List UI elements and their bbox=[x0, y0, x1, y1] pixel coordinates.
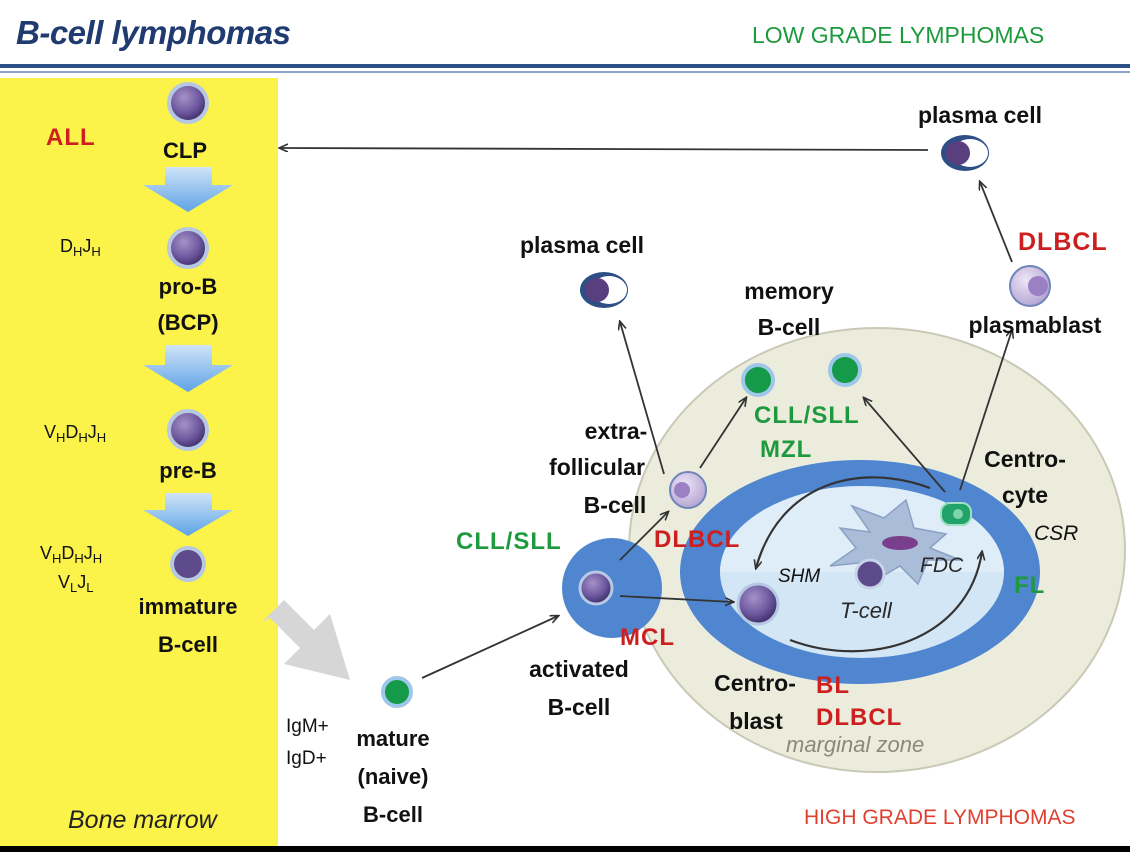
stage-immature: immature bbox=[138, 594, 238, 619]
stage-pro-b: pro-B bbox=[158, 274, 218, 299]
stage-pre-b: pre-B bbox=[159, 458, 217, 483]
fdc-label: FDC bbox=[920, 554, 964, 577]
vj-rearrangement: VLJL bbox=[58, 572, 94, 595]
stage-clp: CLP bbox=[163, 138, 207, 163]
igm-label: IgM+ bbox=[286, 716, 329, 737]
mcl: MCL bbox=[620, 624, 675, 651]
stage-arrows bbox=[143, 167, 233, 536]
csr-label: CSR bbox=[1034, 522, 1079, 545]
marrow-cells bbox=[167, 82, 209, 582]
dj-rearrangement: DHJH bbox=[60, 236, 101, 259]
cells bbox=[381, 135, 1051, 708]
plasma-cell-top-label: plasma cell bbox=[917, 102, 1043, 128]
stage-immature-bcell: B-cell bbox=[158, 632, 218, 657]
bone-marrow-label: Bone marrow bbox=[68, 806, 217, 834]
centrocyte-label-1: Centro- bbox=[984, 446, 1066, 472]
plasma-cell-mid-label: plasma cell bbox=[519, 232, 645, 258]
stage-bcp: (BCP) bbox=[157, 310, 219, 335]
bone-marrow-panel bbox=[0, 78, 278, 846]
dlbcl-top: DLBCL bbox=[1018, 228, 1108, 256]
dlbcl-mid: DLBCL bbox=[654, 526, 741, 553]
extrafollicular-label-3: B-cell bbox=[583, 492, 647, 518]
gc-cycle-arrow-top bbox=[756, 476, 931, 568]
all-lymphoma-label: ALL bbox=[46, 124, 96, 151]
high-grade-label: HIGH GRADE LYMPHOMAS bbox=[804, 806, 1076, 829]
plasmablast-label: plasmablast bbox=[968, 312, 1102, 338]
low-grade-label: LOW GRADE LYMPHOMAS bbox=[752, 22, 1045, 48]
tcell-label: T-cell bbox=[840, 598, 892, 623]
bl: BL bbox=[816, 672, 850, 699]
dlbcl-bottom: DLBCL bbox=[816, 704, 903, 731]
page-title: B-cell lymphomas bbox=[16, 14, 291, 51]
mature-label-2: (naive) bbox=[357, 764, 429, 789]
extrafollicular-label-2: follicular bbox=[549, 454, 645, 480]
mzl: MZL bbox=[760, 436, 813, 463]
vdj-rearrangement: VHDHJH bbox=[44, 422, 107, 445]
shm-label: SHM bbox=[778, 566, 821, 587]
extrafollicular-label-1: extra- bbox=[584, 418, 648, 444]
cll-sll-memory: CLL/SLL bbox=[754, 402, 860, 429]
centroblast-label-1: Centro- bbox=[714, 670, 796, 696]
header-rules bbox=[0, 64, 1130, 73]
activated-label-1: activated bbox=[529, 656, 629, 682]
exit-marrow-arrow bbox=[262, 600, 350, 680]
activated-label-2: B-cell bbox=[547, 694, 611, 720]
centrocyte-label-2: cyte bbox=[1001, 482, 1049, 508]
marginal-zone-label: marginal zone bbox=[786, 732, 925, 757]
mature-label-3: B-cell bbox=[363, 802, 423, 827]
fl: FL bbox=[1014, 572, 1046, 599]
cll-sll-left: CLL/SLL bbox=[456, 528, 562, 555]
memory-label-1: memory bbox=[744, 278, 834, 304]
igd-label: IgD+ bbox=[286, 748, 327, 769]
vdj-vj-rearrangement: VHDHJH bbox=[40, 543, 103, 566]
connector-arrows bbox=[280, 148, 1012, 679]
memory-label-2: B-cell bbox=[757, 314, 821, 340]
gc-cycle-arrow-bottom bbox=[789, 552, 982, 653]
mature-label-1: mature bbox=[356, 726, 430, 751]
centroblast-label-2: blast bbox=[729, 708, 783, 734]
